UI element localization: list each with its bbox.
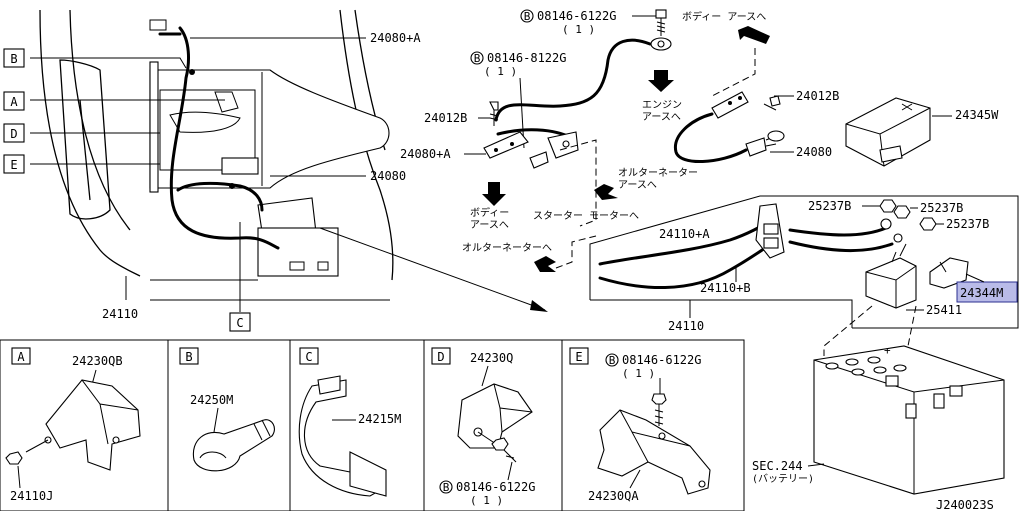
bolt-symbol-icon: B	[474, 52, 481, 65]
part-label-24344m[interactable]: 24344M	[960, 286, 1003, 300]
vehicle-overview	[39, 9, 394, 301]
part-label-24230qb: 24230QB	[72, 354, 123, 368]
callout-box-a: A	[3, 91, 25, 111]
note-alternator-1: オルターネーター	[618, 167, 698, 179]
arrow-icon	[594, 184, 618, 200]
part-label-24110b: 24110+B	[700, 281, 751, 295]
part-label-24080a-top: 24080+A	[370, 31, 421, 45]
part-label-bolt-mid-qty: ( 1 )	[484, 65, 517, 78]
part-label-25411: 25411	[926, 303, 962, 317]
part-label-e-bolt-qty: ( 1 )	[622, 367, 655, 380]
plus-icon: +	[884, 344, 891, 357]
detail-panel-d: D 24230Q B 08146-6122G ( 1 )	[431, 347, 535, 507]
note-body-earth-top: ボディー アースへ	[682, 10, 766, 23]
part-label-sec244: SEC.244	[752, 459, 803, 473]
callout-box-d: D	[3, 123, 25, 143]
callout-box-c: C	[229, 312, 251, 332]
part-label-24215m: 24215M	[358, 412, 401, 426]
part-label-bolt-mid: 08146-8122G	[487, 51, 566, 65]
panel-letter-d: D	[437, 350, 444, 364]
note-body-earth-mid-2: アースへ	[470, 220, 509, 231]
cable-detail: B 08146-6122G ( 1 ) ボディー アースへ エンジン アースへ …	[400, 9, 999, 272]
callout-letter-e: E	[10, 158, 17, 172]
part-label-24080-right: 24080	[796, 145, 832, 159]
selected-part-highlight[interactable]	[956, 281, 1018, 303]
detail-panel-a: A 24230QB 24110J	[5, 347, 141, 503]
bolt-symbol-icon: B	[609, 354, 616, 367]
callout-box-e: E	[3, 154, 25, 174]
part-label-24110-left: 24110	[102, 307, 138, 321]
battery: + SEC.244 (バッテリー)	[752, 344, 1005, 495]
arrow-icon	[648, 70, 674, 92]
note-alternator-2: アースへ	[618, 180, 657, 191]
detail-panel-c: C 24215M	[298, 347, 401, 497]
arrow-icon	[534, 256, 556, 272]
part-label-bolt-top: 08146-6122G	[537, 9, 616, 23]
panel-letter-a: A	[17, 350, 25, 364]
arrow-icon	[738, 26, 770, 44]
bolt-symbol-icon: B	[443, 481, 450, 494]
callout-box-b: B	[3, 48, 25, 68]
bolt-symbol-icon: B	[524, 10, 531, 23]
detail-panel-e: E B 08146-6122G ( 1 ) 24230QA	[569, 347, 711, 503]
part-label-d-bolt-qty: ( 1 )	[470, 494, 503, 507]
part-label-24012b-right: 24012B	[796, 89, 839, 103]
note-engine-earth-2: アースへ	[642, 112, 681, 123]
part-label-25237b-3: 25237B	[946, 217, 989, 231]
note-starter: スターター モーターへ	[533, 210, 639, 222]
part-label-24080a-mid: 24080+A	[400, 147, 451, 161]
part-label-24080-left: 24080	[370, 169, 406, 183]
callout-letter-c: C	[236, 316, 243, 330]
part-label-24250m: 24250M	[190, 393, 233, 407]
part-label-24110a: 24110+A	[659, 227, 710, 241]
callout-letter-b: B	[10, 52, 17, 66]
note-alternator-left: オルターネーターへ	[462, 242, 552, 254]
part-label-24110-mid: 24110	[668, 319, 704, 333]
part-label-24012b-left: 24012B	[424, 111, 467, 125]
arrow-icon	[482, 182, 506, 206]
callout-letter-a: A	[10, 95, 18, 109]
callout-letter-d: D	[10, 127, 17, 141]
part-label-24230q: 24230Q	[470, 351, 513, 365]
part-label-sec244-jp: (バッテリー)	[752, 473, 814, 485]
part-label-24345w: 24345W	[955, 108, 999, 122]
panel-letter-e: E	[575, 350, 582, 364]
left-leaders	[30, 37, 548, 312]
note-engine-earth-1: エンジン	[642, 100, 682, 111]
part-label-d-bolt: 08146-6122G	[456, 480, 535, 494]
note-body-earth-mid-1: ボディー	[470, 206, 509, 219]
detail-panel-b: B 24250M	[179, 347, 275, 472]
part-label-e-bolt: 08146-6122G	[622, 353, 701, 367]
detail-panels	[0, 339, 745, 511]
part-label-24230qa: 24230QA	[588, 489, 639, 503]
panel-letter-b: B	[185, 350, 192, 364]
part-label-bolt-top-qty: ( 1 )	[562, 23, 595, 36]
diagram-code: J240023S	[936, 498, 994, 511]
panel-letter-c: C	[305, 350, 312, 364]
part-label-24110j: 24110J	[10, 489, 53, 503]
part-label-25237b-2: 25237B	[920, 201, 963, 215]
terminal-subassembly: 24110+A 24110+B 25237B 25237B 25237B 243…	[589, 195, 1019, 333]
part-label-25237b-1: 25237B	[808, 199, 851, 213]
